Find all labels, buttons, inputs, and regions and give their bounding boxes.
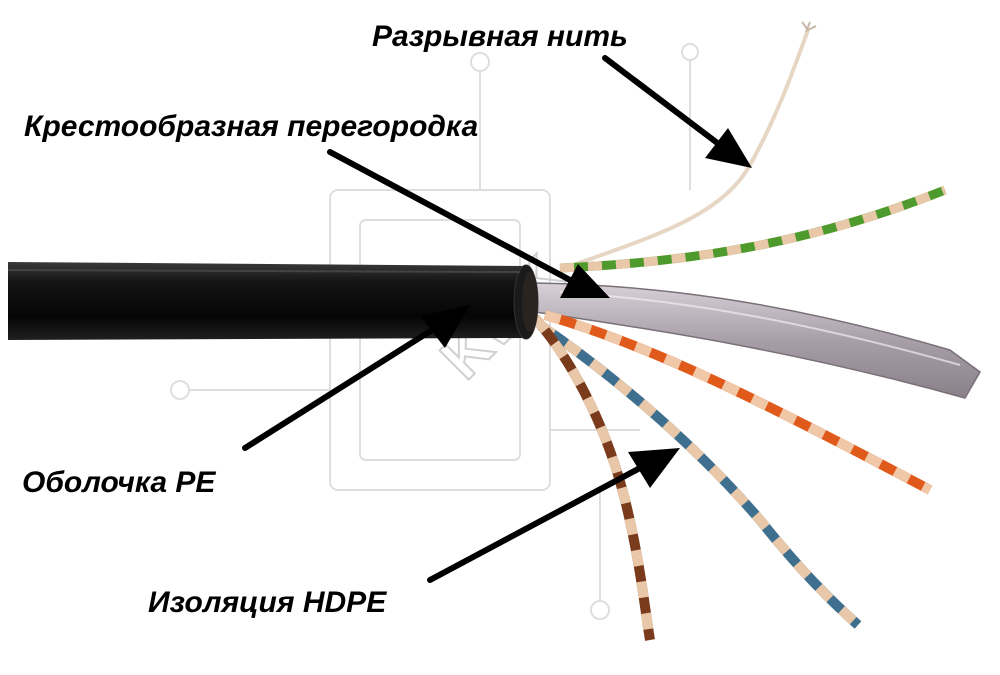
brown-pair	[531, 314, 655, 641]
separator-arrow	[327, 149, 610, 298]
arrows	[242, 55, 752, 583]
green-pair	[559, 185, 947, 273]
ripcord-thread	[559, 29, 810, 272]
blue-pair	[537, 320, 862, 629]
insulation-label: Изоляция HDPE	[148, 586, 387, 619]
orange-pair	[543, 310, 933, 495]
ripcord-arrow	[602, 55, 752, 168]
jacket-label: Оболочка PE	[22, 466, 216, 499]
cross-separator	[534, 282, 981, 399]
cross-separator-label: Крестообразная перегородка	[24, 110, 479, 143]
pe-jacket	[7, 262, 539, 340]
ripcord-label: Разрывная нить	[372, 20, 628, 53]
insulation-arrow	[427, 448, 680, 583]
jacket-arrow	[242, 305, 470, 451]
